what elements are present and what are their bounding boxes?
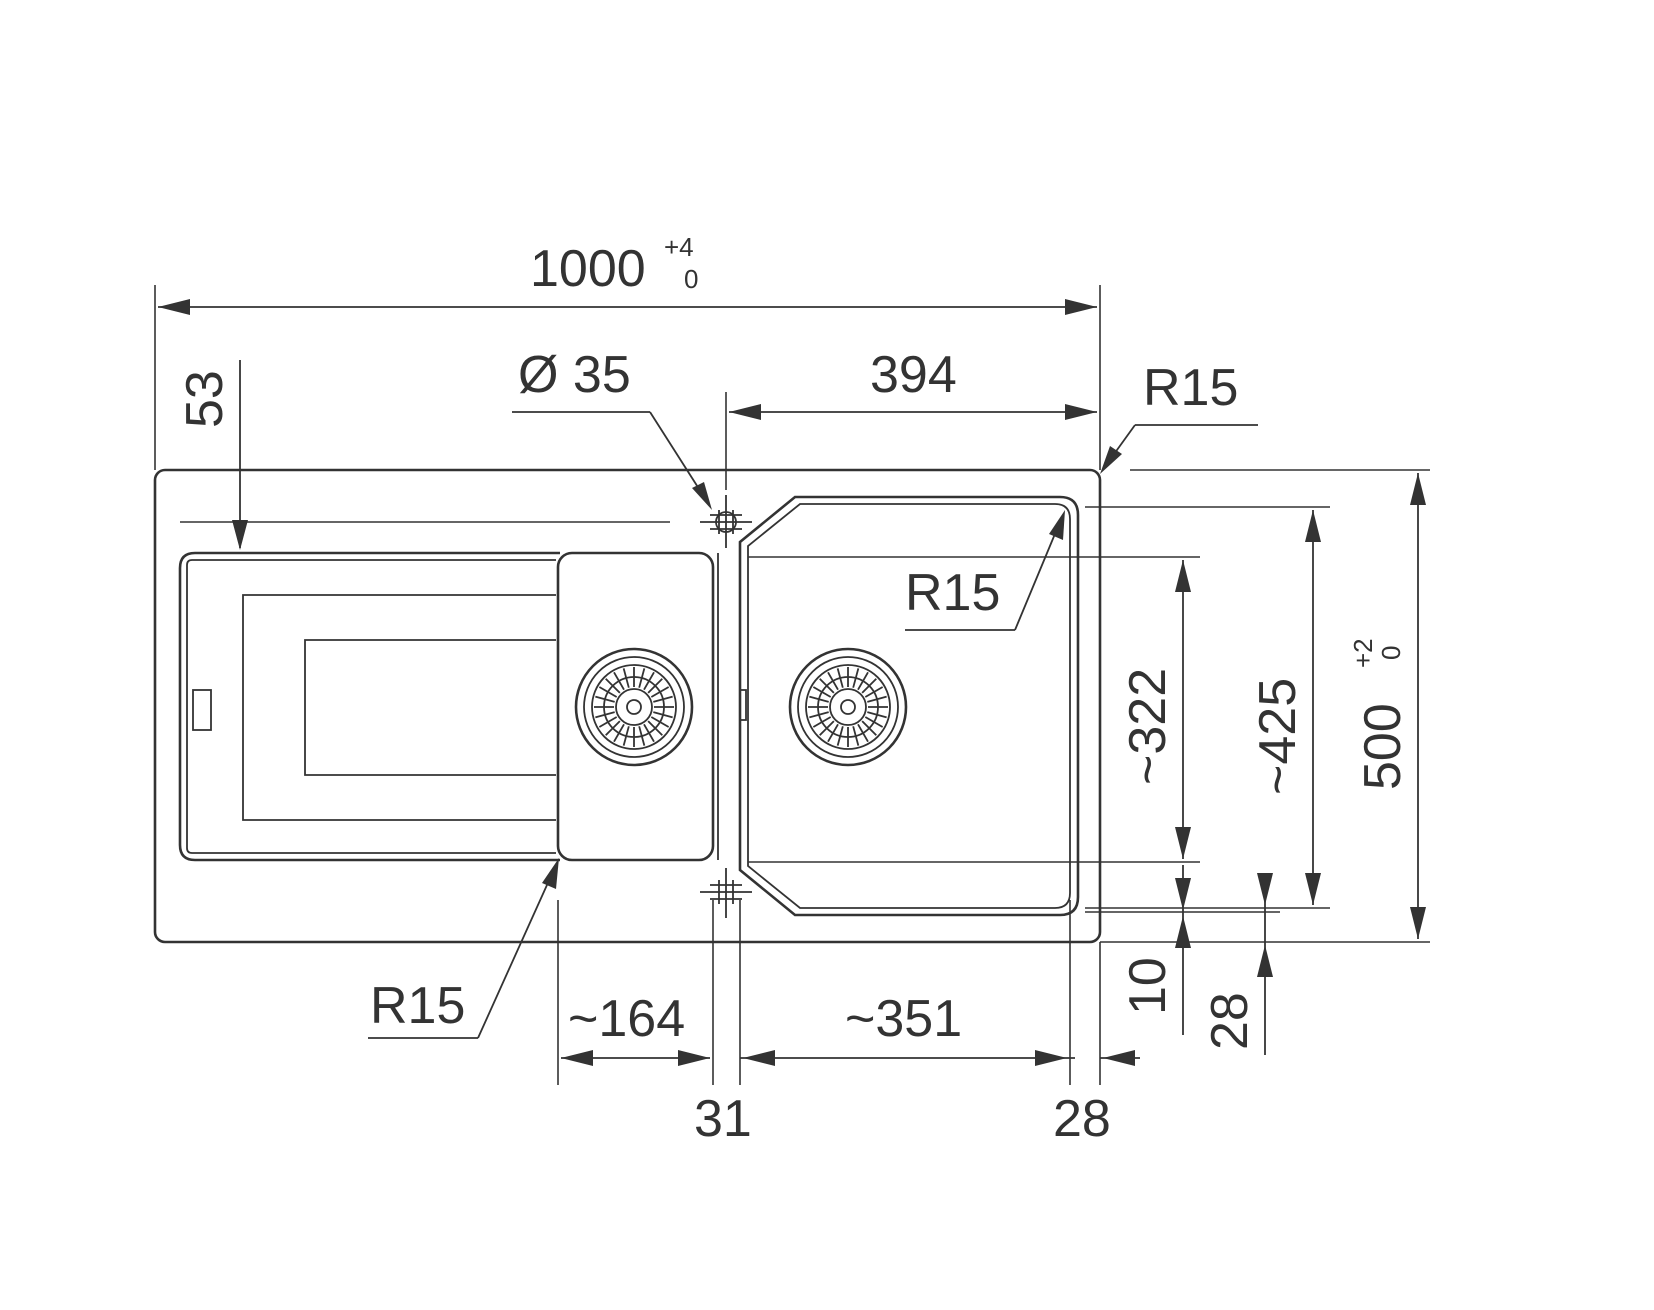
dim-right-rim: 28: [1053, 942, 1140, 1148]
main-bowl: [738, 495, 1080, 917]
strainer-spoke: [595, 711, 615, 719]
strainer-spoke: [857, 671, 869, 691]
dim-drainer-offset: 53: [176, 360, 670, 550]
bowl-depth-outer-value: ~425: [1249, 678, 1307, 795]
strainer-spoke: [643, 723, 655, 743]
dim-main-bowl-width: ~351: [845, 900, 1071, 1085]
overall-width-tol-lower: 0: [684, 264, 698, 294]
overall-width-value: 1000: [530, 240, 646, 298]
strainer-spoke: [605, 720, 621, 736]
strainer-spoke: [595, 695, 615, 703]
small-bowl-width-value: ~164: [568, 990, 685, 1048]
strainer-spoke: [852, 668, 860, 688]
strainer-spoke: [867, 711, 887, 719]
strainer-spoke: [638, 668, 646, 688]
tap-to-edge-value: 394: [870, 346, 957, 404]
strainer-spoke: [650, 716, 670, 728]
strainer-spoke: [867, 695, 887, 703]
front-offset-b-value: 28: [1201, 992, 1259, 1050]
overflow-slot: [192, 689, 212, 731]
strainer-spoke: [613, 671, 625, 691]
tap-hole-lower-crosshair-icon: [700, 868, 752, 918]
strainer-main-icon: [788, 647, 908, 767]
front-offset-a-value: 10: [1119, 957, 1177, 1015]
dim-overall-depth: 500 +2 0: [1100, 469, 1430, 943]
strainer-spoke: [809, 695, 829, 703]
strainer-spoke: [852, 726, 860, 746]
tap-hole-value: Ø 35: [518, 346, 631, 404]
dim-divider: 31: [694, 900, 1075, 1148]
strainer-spoke: [827, 671, 839, 691]
sink-outline: [153, 468, 1102, 944]
overall-width-tol-upper: +4: [664, 232, 694, 262]
strainer-spoke: [819, 678, 835, 694]
radius-bowl-value: R15: [905, 564, 1000, 622]
strainer-spoke: [864, 686, 884, 698]
dim-tap-hole: Ø 35: [512, 346, 712, 510]
overall-depth-tol-upper: +2: [1348, 638, 1378, 668]
strainer-spoke: [653, 711, 673, 719]
radius-top-right-value: R15: [1143, 359, 1238, 417]
dim-small-bowl-width: ~164: [557, 900, 714, 1085]
dim-overall-width: 1000 +4 0: [154, 232, 1101, 470]
strainer-spoke: [598, 686, 618, 698]
bowl-depth-inner-value: ~322: [1119, 668, 1177, 785]
strainer-spoke: [638, 726, 646, 746]
strainer-spoke: [598, 716, 618, 728]
strainer-spoke: [622, 668, 630, 688]
strainer-spoke: [647, 678, 663, 694]
right-rim-value: 28: [1053, 1090, 1111, 1148]
tap-hole-crosshair-icon: [700, 495, 752, 548]
strainer-spoke: [650, 686, 670, 698]
dim-front-offset-a: 10: [1085, 865, 1280, 1035]
dim-tap-to-edge: 394: [725, 346, 1097, 490]
small-bowl: [556, 551, 741, 862]
dim-radius-small-bowl: R15: [368, 858, 559, 1039]
divider-value: 31: [694, 1090, 752, 1148]
drainer-area: [178, 551, 560, 862]
dim-radius-top-right: R15: [1100, 359, 1258, 474]
strainer-spoke: [622, 726, 630, 746]
strainer-spoke: [827, 723, 839, 743]
strainer-spoke: [861, 678, 877, 694]
strainer-spoke: [643, 671, 655, 691]
radius-small-bowl-value: R15: [370, 977, 465, 1035]
strainer-small-icon: [574, 647, 694, 767]
overall-depth-value: 500: [1354, 703, 1412, 790]
strainer-spoke: [812, 716, 832, 728]
strainer-spoke: [857, 723, 869, 743]
strainer-spoke: [809, 711, 829, 719]
dim-radius-bowl: R15: [905, 510, 1065, 631]
strainer-spoke: [812, 686, 832, 698]
main-bowl-width-value: ~351: [845, 990, 962, 1048]
strainer-spoke: [613, 723, 625, 743]
dim-bowl-depth-outer: ~425: [1085, 506, 1330, 909]
strainer-spoke: [647, 720, 663, 736]
strainer-spoke: [861, 720, 877, 736]
strainer-spoke: [605, 678, 621, 694]
strainer-spoke: [864, 716, 884, 728]
strainer-spoke: [836, 726, 844, 746]
strainer-spoke: [653, 695, 673, 703]
strainer-spoke: [819, 720, 835, 736]
dim-front-offset-b: 28: [1201, 873, 1273, 1055]
dim-bowl-depth-inner: ~322: [748, 556, 1200, 863]
strainer-spoke: [836, 668, 844, 688]
drainer-offset-value: 53: [176, 370, 234, 428]
overall-depth-tol-lower: 0: [1376, 646, 1406, 660]
